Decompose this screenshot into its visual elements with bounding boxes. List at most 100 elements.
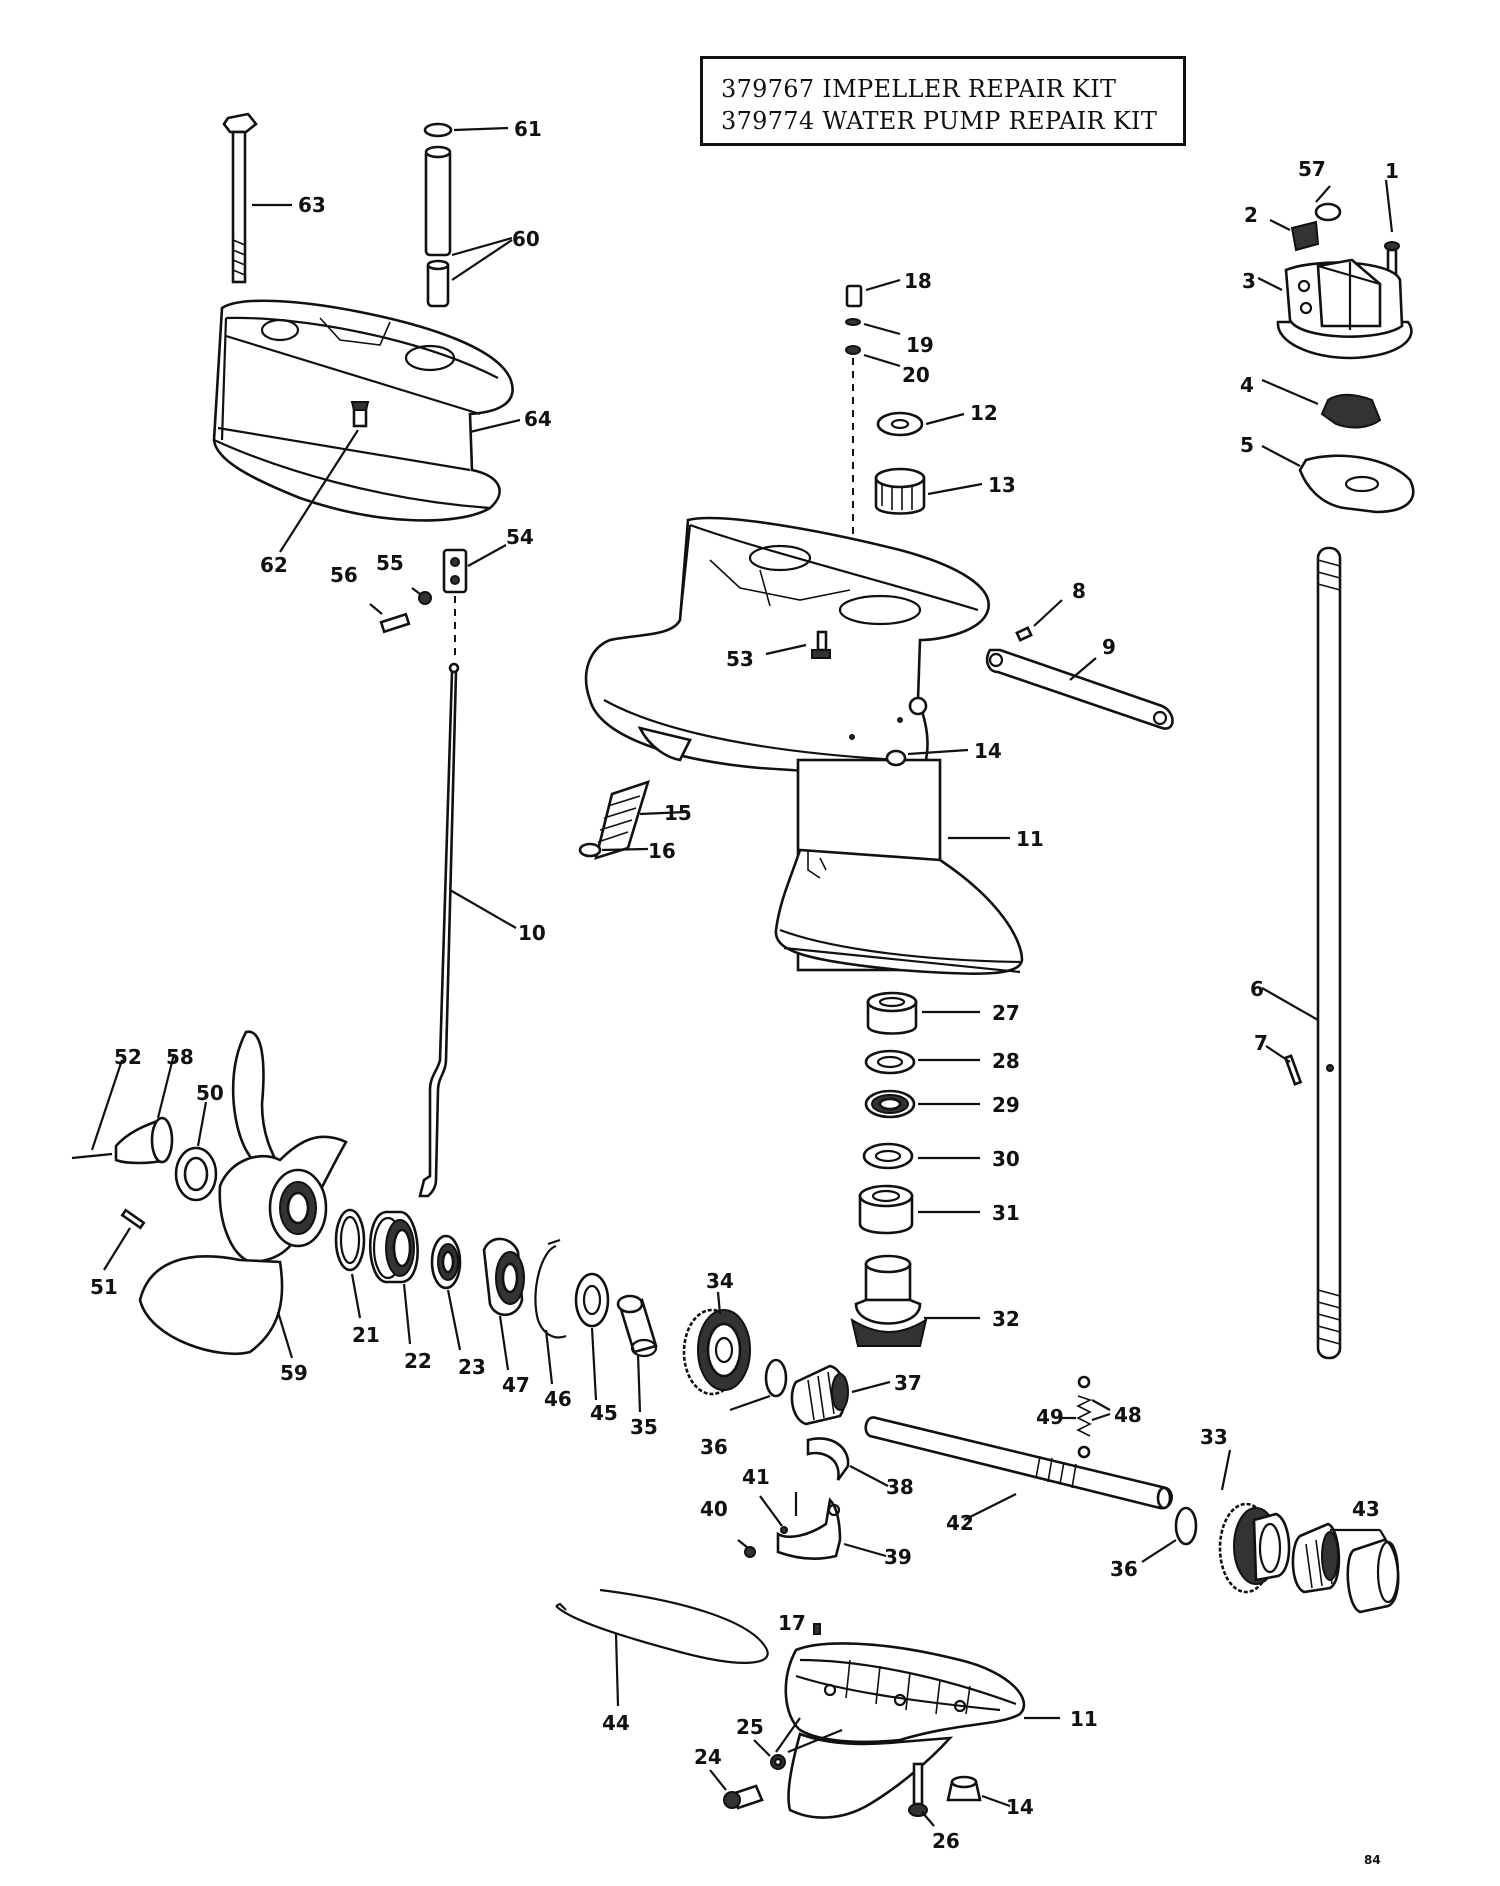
callout-36-right: 36 bbox=[1110, 1557, 1138, 1581]
kit-line-water-pump: 379774 WATER PUMP REPAIR KIT bbox=[721, 107, 1158, 135]
part-42-propeller-shaft bbox=[864, 1416, 1173, 1521]
callout-37: 37 bbox=[894, 1371, 922, 1395]
callout-14-lower: 14 bbox=[1006, 1795, 1034, 1819]
part-27-32-bearing-stack bbox=[850, 991, 980, 1347]
callout-31: 31 bbox=[992, 1201, 1020, 1225]
part-12-13-seal-bearing bbox=[874, 411, 983, 515]
callout-8: 8 bbox=[1072, 579, 1086, 603]
callout-35: 35 bbox=[630, 1415, 658, 1439]
callout-23: 23 bbox=[458, 1355, 486, 1379]
callout-29: 29 bbox=[992, 1093, 1020, 1117]
callout-16: 16 bbox=[648, 839, 676, 863]
callout-43: 43 bbox=[1352, 1497, 1380, 1521]
callout-22: 22 bbox=[404, 1349, 432, 1373]
callout-51: 51 bbox=[90, 1275, 118, 1299]
part-8-9-bracket-arm bbox=[985, 599, 1174, 730]
callout-3: 3 bbox=[1242, 269, 1256, 293]
callout-40: 40 bbox=[700, 1497, 728, 1521]
part-44-seal-wire bbox=[555, 1588, 769, 1707]
callout-21: 21 bbox=[352, 1323, 380, 1347]
kit-box: 379767 IMPELLER REPAIR KIT 379774 WATER … bbox=[700, 56, 1186, 146]
callout-15: 15 bbox=[664, 801, 692, 825]
part-14-plug-upper bbox=[885, 748, 969, 767]
part-34-forward-gear bbox=[682, 1291, 751, 1396]
callout-25: 25 bbox=[736, 1715, 764, 1739]
callout-11-upper: 11 bbox=[1016, 827, 1044, 851]
page-code: 84 bbox=[1364, 1853, 1381, 1867]
callout-44: 44 bbox=[602, 1711, 630, 1735]
callout-labels: 1 2 3 4 5 6 7 8 9 10 11 11 12 13 14 14 1… bbox=[90, 117, 1399, 1853]
callout-58: 58 bbox=[166, 1045, 194, 1069]
part-64-exhaust-housing bbox=[212, 299, 521, 522]
part-52-59-propeller bbox=[71, 1030, 348, 1359]
callout-60: 60 bbox=[512, 227, 540, 251]
callout-41: 41 bbox=[742, 1465, 770, 1489]
callout-46: 46 bbox=[544, 1387, 572, 1411]
part-63-bolt bbox=[222, 112, 292, 284]
callout-24: 24 bbox=[694, 1745, 722, 1769]
callout-42: 42 bbox=[946, 1511, 974, 1535]
callout-56: 56 bbox=[330, 563, 358, 587]
callout-2: 2 bbox=[1244, 203, 1258, 227]
part-11-gearcase bbox=[775, 1642, 1060, 1819]
callout-48: 48 bbox=[1114, 1403, 1142, 1427]
part-10-shift-rod bbox=[418, 662, 517, 1198]
callout-57: 57 bbox=[1298, 157, 1326, 181]
callout-18: 18 bbox=[904, 269, 932, 293]
part-17-pin bbox=[813, 1623, 821, 1635]
part-48-49-spring-balls bbox=[1060, 1375, 1111, 1459]
callout-19: 19 bbox=[906, 333, 934, 357]
part-18-20-grommet-washers bbox=[845, 278, 901, 540]
part-24-26-fasteners bbox=[709, 1739, 1011, 1827]
callout-11-lower: 11 bbox=[1070, 1707, 1098, 1731]
callout-64: 64 bbox=[524, 407, 552, 431]
callout-50: 50 bbox=[196, 1081, 224, 1105]
callout-36-left: 36 bbox=[700, 1435, 728, 1459]
callout-9: 9 bbox=[1102, 635, 1116, 659]
part-11-drive-shaft-housing bbox=[584, 516, 1024, 975]
callout-52: 52 bbox=[114, 1045, 142, 1069]
callout-20: 20 bbox=[902, 363, 930, 387]
callout-38: 38 bbox=[886, 1475, 914, 1499]
callout-5: 5 bbox=[1240, 433, 1254, 457]
callout-6: 6 bbox=[1250, 977, 1264, 1001]
callout-30: 30 bbox=[992, 1147, 1020, 1171]
callout-55: 55 bbox=[376, 551, 404, 575]
callout-53: 53 bbox=[726, 647, 754, 671]
callout-7: 7 bbox=[1254, 1031, 1268, 1055]
callout-4: 4 bbox=[1240, 373, 1254, 397]
part-1-5-water-pump bbox=[1257, 179, 1415, 514]
callout-32: 32 bbox=[992, 1307, 1020, 1331]
callout-26: 26 bbox=[932, 1829, 960, 1853]
callout-39: 39 bbox=[884, 1545, 912, 1569]
part-33-43-reverse-gear-bearing bbox=[1141, 1449, 1400, 1614]
callout-12: 12 bbox=[970, 401, 998, 425]
callout-34: 34 bbox=[706, 1269, 734, 1293]
callout-61: 61 bbox=[514, 117, 542, 141]
callout-27: 27 bbox=[992, 1001, 1020, 1025]
kit-line-impeller: 379767 IMPELLER REPAIR KIT bbox=[721, 75, 1117, 103]
part-15-16-spring-plug bbox=[578, 779, 687, 860]
callout-59: 59 bbox=[280, 1361, 308, 1385]
part-6-7-drive-shaft bbox=[1261, 546, 1342, 1360]
leader-62 bbox=[279, 429, 359, 553]
part-53-screw bbox=[765, 630, 831, 659]
callout-45: 45 bbox=[590, 1401, 618, 1425]
part-21-47-prop-shaft-components bbox=[334, 1208, 658, 1413]
part-54-56-shift-connector bbox=[369, 544, 507, 660]
part-60-61-water-tube bbox=[423, 122, 513, 308]
callout-54: 54 bbox=[506, 525, 534, 549]
part-36-41-clutch-shift bbox=[729, 1358, 891, 1560]
callout-10: 10 bbox=[518, 921, 546, 945]
callout-17: 17 bbox=[778, 1611, 806, 1635]
callout-33: 33 bbox=[1200, 1425, 1228, 1449]
callout-13: 13 bbox=[988, 473, 1016, 497]
callout-63: 63 bbox=[298, 193, 326, 217]
callout-62: 62 bbox=[260, 553, 288, 577]
callout-1: 1 bbox=[1385, 159, 1399, 183]
callout-14-upper: 14 bbox=[974, 739, 1002, 763]
callout-47: 47 bbox=[502, 1373, 530, 1397]
callout-28: 28 bbox=[992, 1049, 1020, 1073]
callout-49: 49 bbox=[1036, 1405, 1064, 1429]
